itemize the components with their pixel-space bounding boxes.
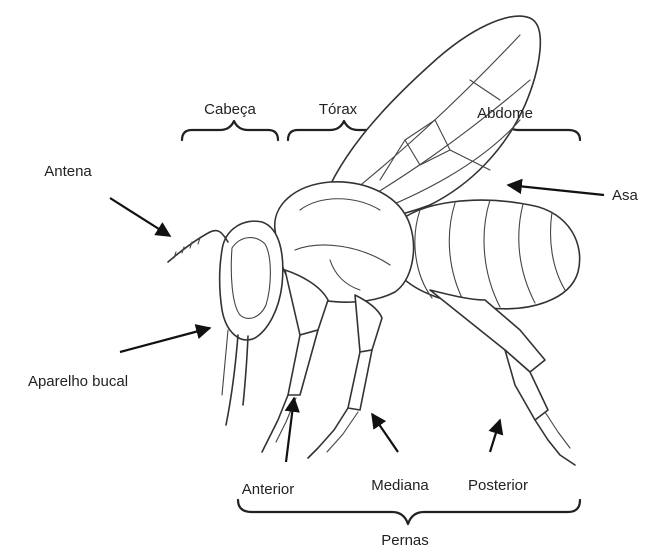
abdomen xyxy=(389,200,580,309)
asa-arrow xyxy=(508,185,604,195)
mediana-arrow xyxy=(372,414,398,452)
antenna xyxy=(168,230,228,262)
aparelho-bucal-arrow xyxy=(120,328,210,352)
mediana-label: Mediana xyxy=(371,477,429,494)
mouthparts xyxy=(222,330,248,425)
antena-arrow xyxy=(110,198,170,236)
abdome-label: Abdome xyxy=(477,105,533,122)
pernas-brace xyxy=(238,500,580,524)
anterior-label: Anterior xyxy=(242,481,295,498)
cabeca-brace xyxy=(182,121,278,140)
cabeca-label: Cabeça xyxy=(204,101,256,118)
antena-label: Antena xyxy=(44,163,92,180)
posterior-label: Posterior xyxy=(468,477,528,494)
torax-label: Tórax xyxy=(319,101,358,118)
hind-leg xyxy=(430,290,575,465)
anterior-arrow xyxy=(286,398,294,462)
posterior-arrow xyxy=(490,420,500,452)
aparelho-bucal-label: Aparelho bucal xyxy=(28,373,128,390)
pernas-label: Pernas xyxy=(381,532,429,549)
head xyxy=(220,221,283,340)
asa-label: Asa xyxy=(612,187,639,204)
